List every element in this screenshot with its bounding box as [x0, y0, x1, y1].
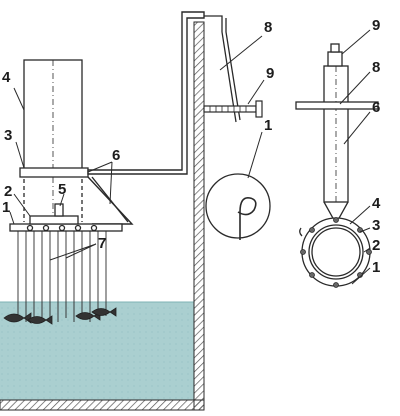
side-view — [295, 43, 379, 288]
fish-icon — [27, 315, 53, 325]
side-label-6: 6 — [372, 99, 380, 116]
aquarium-wall — [193, 21, 205, 411]
hook-detail — [205, 173, 271, 240]
detail-label-1: 1 — [264, 117, 272, 134]
label-2: 2 — [4, 183, 12, 200]
side-label-9: 9 — [372, 17, 380, 34]
label-6: 6 — [112, 147, 120, 164]
feeder-tube — [23, 59, 83, 222]
side-label-2: 2 — [372, 237, 380, 254]
aquarium-bottom — [0, 399, 205, 411]
label-9: 9 — [266, 65, 274, 82]
label-8: 8 — [264, 19, 272, 36]
side-label-4: 4 — [372, 195, 381, 212]
side-label-8: 8 — [372, 59, 380, 76]
clamp-ring — [19, 167, 89, 178]
label-4: 4 — [2, 69, 11, 86]
side-label-3: 3 — [372, 217, 380, 234]
leader-lines — [9, 29, 371, 285]
feed-plate — [9, 203, 123, 232]
label-1: 1 — [2, 199, 10, 216]
label-5: 5 — [58, 181, 66, 198]
fish-icon — [91, 307, 117, 317]
arm-bracket — [87, 11, 205, 225]
label-3: 3 — [4, 127, 12, 144]
fish-group — [3, 307, 117, 325]
label-7: 7 — [98, 235, 106, 252]
side-label-1: 1 — [372, 259, 380, 276]
clamp-screw — [203, 100, 263, 118]
support-rod — [204, 15, 241, 123]
